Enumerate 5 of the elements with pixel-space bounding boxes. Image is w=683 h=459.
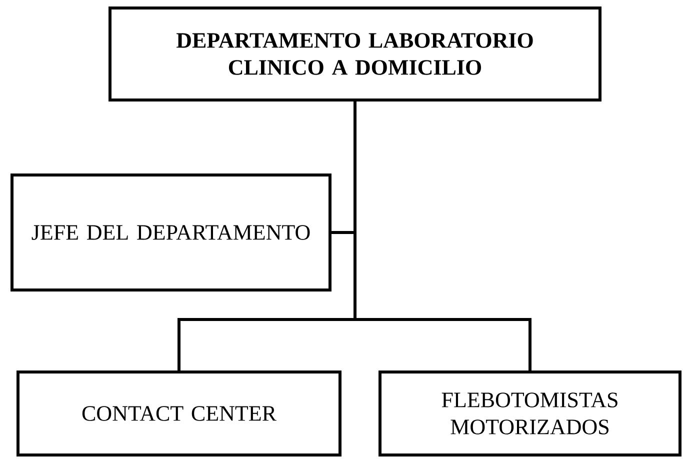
org-box: CONTACT CENTER — [16, 370, 342, 456]
org-box: FLEBOTOMISTAS MOTORIZADOS — [378, 370, 682, 456]
org-box: JEFE DEL DEPARTAMENTO — [10, 174, 332, 292]
org-box: DEPARTAMENTO LABORATORIO CLINICO A DOMICILIO — [108, 6, 602, 102]
connector-line — [354, 102, 532, 370]
